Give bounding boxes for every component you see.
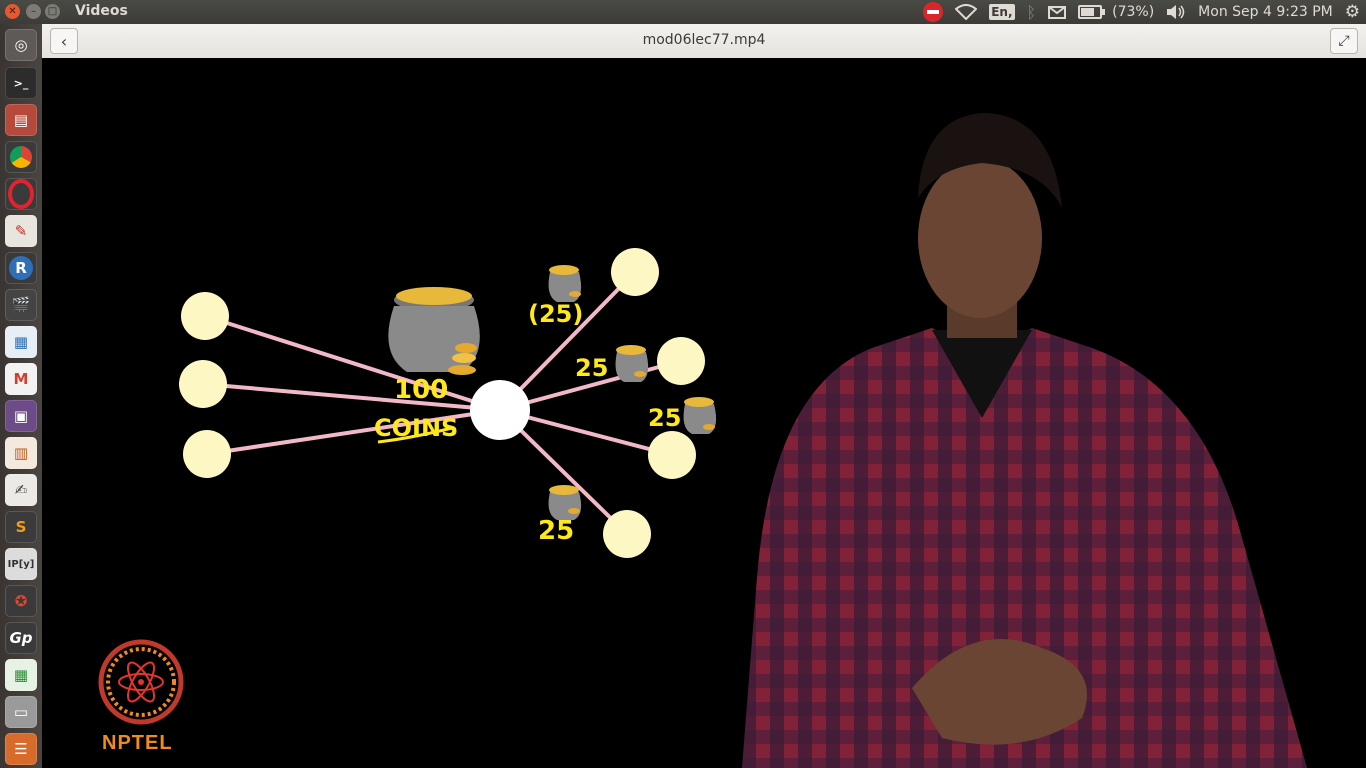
label-coins: COINS [374,414,458,442]
video-editor-icon[interactable]: 🎬 [5,289,37,321]
label-top-25: (25) [528,300,583,328]
video-header-bar: ‹ mod06lec77.mp4 ⤢ [42,24,1366,59]
back-button[interactable]: ‹ [50,28,78,54]
stop-icon [923,2,944,22]
text-editor-icon[interactable]: ✍ [5,474,37,506]
chevron-left-icon: ‹ [60,31,68,51]
center-node [470,380,530,440]
gp-icon[interactable]: Gp [5,622,37,654]
media-icon[interactable]: ▣ [5,400,37,432]
stop-indicator[interactable] [917,0,949,24]
battery-indicator[interactable]: (73%) [1072,0,1160,24]
drive-icon[interactable]: ▭ [5,696,37,728]
clock[interactable]: Mon Sep 4 9:23 PM [1198,4,1333,20]
impress-icon[interactable]: ▥ [5,437,37,469]
system-menu[interactable]: ⚙ [1339,0,1366,24]
terminal-icon[interactable]: >_ [5,67,37,99]
wifi-indicator[interactable] [949,0,983,24]
small-coin-pot-icon-3 [683,397,717,434]
node-left-top [181,292,229,340]
label-mid-25: 25 [575,354,608,382]
wifi-icon [955,4,978,20]
node-left-mid [179,360,227,408]
nptel-logo-text: NPTEL [102,732,173,754]
small-coin-pot-icon-4 [548,485,582,520]
node-left-bottom [183,430,231,478]
node-right-2 [657,337,705,385]
bluetooth-icon: ᛒ [1026,2,1037,22]
window-close-button[interactable]: ✕ [5,4,20,19]
launcher: ◎ >_ ▤ ✎ R 🎬 ▦ M ▣ ▥ ✍ S IP[y] ✪ Gp ▦ ▭ … [0,24,43,768]
app-title: Videos [75,3,128,19]
lecture-diagram: 100 COINS (25) 25 25 25 [98,113,1307,768]
calc-icon[interactable]: ▦ [5,659,37,691]
r-icon[interactable]: R [5,252,37,284]
label-right-25: 25 [648,404,681,432]
graph-nodes [179,248,705,558]
nptel-logo-icon [98,639,184,725]
underline-mark [377,426,453,444]
viewer-icon[interactable]: ✎ [5,215,37,247]
stack-icon[interactable]: ☰ [5,733,37,765]
indicator-area: En, ᛒ (73%) Mon Sep 4 9:23 PM ⚙ [917,0,1366,24]
big-coin-pot-icon [388,287,480,375]
battery-percentage: (73%) [1112,4,1155,20]
envelope-icon [1048,5,1067,19]
node-right-3 [648,431,696,479]
edge-left-mid [202,382,501,412]
edge-right-2 [499,359,682,412]
label-100: 100 [394,375,448,405]
label-bottom-25: 25 [538,516,574,546]
battery-icon [1078,5,1106,19]
video-file-title: mod06lec77.mp4 [642,32,766,48]
fullscreen-button[interactable]: ⤢ [1330,28,1358,54]
bluetooth-indicator[interactable]: ᛒ [1021,0,1043,24]
fullscreen-icon: ⤢ [1338,33,1350,49]
files-icon[interactable]: ▤ [5,104,37,136]
window-minimize-button[interactable]: – [26,4,41,19]
chrome-icon[interactable] [5,141,37,173]
edge-left-top [204,314,501,412]
node-right-1 [611,248,659,296]
gmail-icon[interactable]: M [5,363,37,395]
speaker-icon [1167,5,1185,19]
node-right-4 [603,510,651,558]
opera-icon[interactable] [5,178,37,210]
dash-icon[interactable]: ◎ [5,29,37,61]
edge-left-bottom [206,408,501,456]
ipython-icon[interactable]: IP[y] [5,548,37,580]
sound-indicator[interactable] [1160,0,1192,24]
mail-indicator[interactable] [1042,0,1072,24]
video-frame[interactable]: 100 COINS (25) 25 25 25 [42,58,1366,768]
keyboard-layout-indicator[interactable]: En, [983,0,1020,24]
edge-right-1 [498,270,637,412]
window-maximize-button[interactable]: □ [45,4,60,19]
sublime-icon[interactable]: S [5,511,37,543]
top-panel: ✕ – □ Videos En, ᛒ (73%) Mon Sep 4 9:23 … [0,0,1366,24]
small-coin-pot-icon-2 [615,345,649,382]
gear-icon: ⚙ [1344,2,1360,22]
settings-icon[interactable]: ✪ [5,585,37,617]
small-coin-pot-icon-1 [548,265,582,302]
input-language-label: En, [989,4,1015,20]
writer-icon[interactable]: ▦ [5,326,37,358]
lecturer-figure [742,113,1307,768]
